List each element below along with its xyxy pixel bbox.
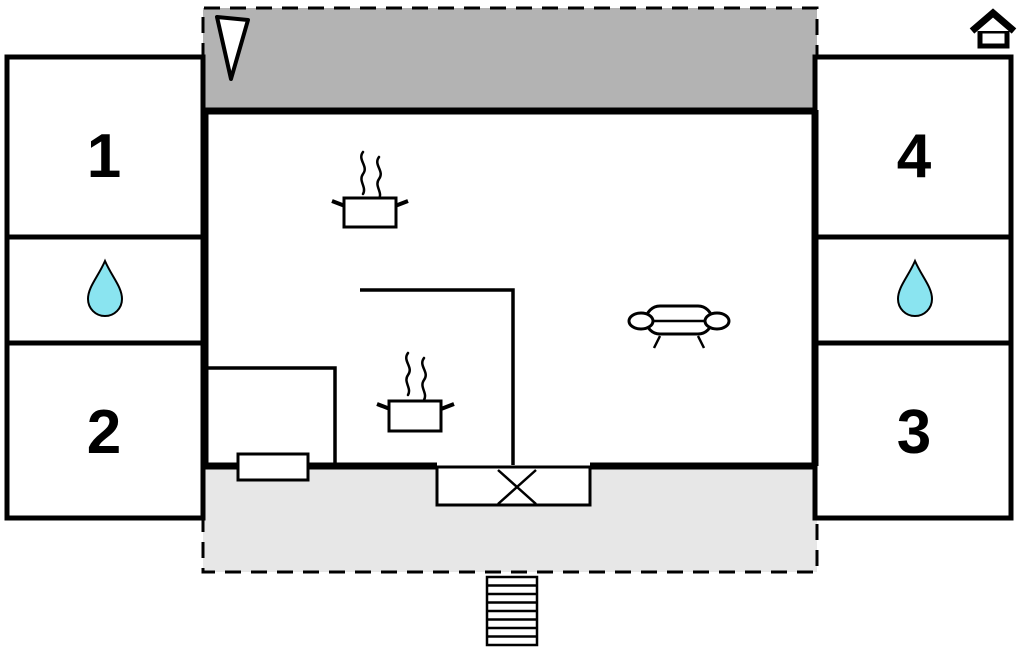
room-2-outline bbox=[4, 340, 206, 521]
room-3-label: 3 bbox=[897, 398, 931, 467]
sofa-legs bbox=[652, 335, 706, 349]
bath-right-outline bbox=[812, 234, 1014, 346]
steam-icon bbox=[360, 150, 366, 196]
steam-icon bbox=[376, 155, 382, 201]
water-drop-left-icon bbox=[86, 258, 124, 317]
terrace-top-fill bbox=[203, 8, 817, 111]
interior-wall-left bbox=[206, 366, 337, 465]
home-roof bbox=[969, 8, 1017, 34]
room-4-label: 4 bbox=[897, 122, 932, 191]
window-recess bbox=[435, 465, 592, 507]
window-opening bbox=[435, 465, 592, 507]
interior-wall-center bbox=[360, 288, 515, 465]
cooking-pot-1-icon bbox=[331, 150, 409, 229]
north-arrow-icon bbox=[215, 15, 250, 81]
room-1-label: 1 bbox=[87, 122, 121, 191]
cooking-pot-2-icon bbox=[376, 351, 455, 433]
stairs-steps bbox=[487, 584, 537, 638]
stairs-icon bbox=[485, 575, 539, 647]
left-wing bbox=[4, 54, 206, 521]
sofa-armrest-right bbox=[703, 311, 731, 331]
room-4-outline bbox=[812, 54, 1014, 240]
water-drop-right-icon bbox=[896, 258, 934, 317]
steam-icon bbox=[405, 351, 411, 397]
sofa-icon bbox=[627, 304, 731, 349]
radiator-icon bbox=[236, 452, 310, 482]
home-icon bbox=[969, 8, 1017, 49]
right-wing bbox=[812, 54, 1014, 521]
home-body bbox=[977, 28, 1010, 49]
room-3-outline bbox=[812, 340, 1014, 521]
room-2-label: 2 bbox=[87, 398, 121, 467]
sofa-armrest-left bbox=[627, 311, 655, 331]
window-x-icon bbox=[497, 469, 537, 505]
steam-icon bbox=[421, 356, 427, 402]
room-1-outline bbox=[4, 54, 206, 240]
pot-body bbox=[342, 196, 398, 229]
pot-body bbox=[387, 399, 443, 433]
terrace-top bbox=[201, 6, 819, 111]
main-room-walls bbox=[201, 107, 819, 470]
main-room-floor bbox=[203, 110, 817, 466]
